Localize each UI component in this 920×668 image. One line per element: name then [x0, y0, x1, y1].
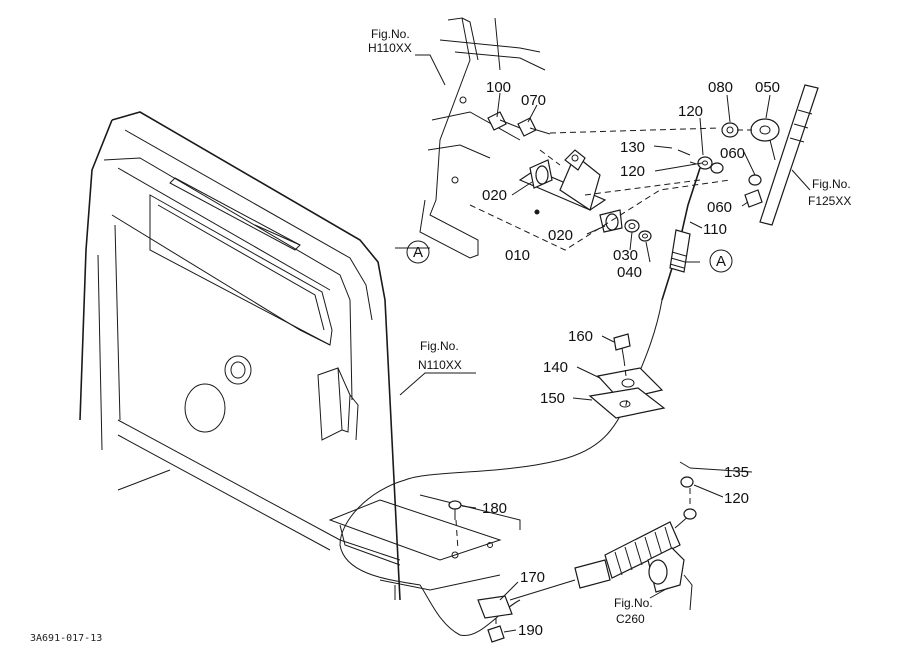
diagram-id: 3A691-017-13 — [30, 633, 102, 644]
bushings-020 — [529, 159, 623, 233]
part-label-030: 030 — [613, 247, 638, 264]
part-label-180: 180 — [482, 500, 507, 517]
svg-text:Fig.No.: Fig.No. — [371, 27, 410, 41]
part-label-060: 060 — [707, 199, 732, 216]
part-callouts: 100 070 080 050 120 130 060 120 020 060 … — [482, 79, 780, 639]
part-label-110: 110 — [703, 221, 727, 238]
part-label-130: 130 — [620, 139, 645, 156]
svg-text:H110XX: H110XX — [368, 41, 412, 55]
part-label-140: 140 — [543, 359, 568, 376]
figref-f125xx: Fig.No. F125XX — [808, 177, 851, 208]
part-label-090: 080 — [708, 79, 733, 96]
figref-h110xx: Fig.No. H110XX — [368, 27, 412, 55]
leader-lines — [395, 54, 811, 633]
bolts-080-100 — [487, 111, 551, 137]
part-label-080: 070 — [521, 92, 546, 109]
figref-n110xx: Fig.No. N110XX — [418, 339, 462, 372]
part-label-010: 010 — [505, 247, 530, 264]
part-label-170: 170 — [520, 569, 545, 586]
door-window — [149, 194, 333, 346]
lower-cable-end — [509, 461, 697, 601]
rod-end-050 — [721, 118, 780, 161]
part-label-135: 135 — [724, 464, 749, 481]
part-label-120-bottom: 120 — [724, 490, 749, 507]
part-label-070: 060 — [720, 145, 745, 162]
part-label-190: 190 — [518, 622, 543, 639]
door-handle-lock — [184, 355, 359, 441]
bolt-160 — [613, 333, 631, 361]
svg-text:Fig.No.: Fig.No. — [420, 339, 459, 353]
connector-a-right: A — [709, 249, 733, 273]
bracket-170-nut-190 — [477, 595, 513, 643]
clamp-plates-140-150 — [588, 367, 666, 419]
svg-text:A: A — [413, 244, 423, 261]
bracket-c260 — [647, 547, 693, 611]
svg-text:C260: C260 — [616, 612, 645, 626]
part-label-120-mid: 120 — [620, 163, 645, 180]
svg-text:A: A — [716, 253, 726, 270]
part-label-020-left: 020 — [482, 187, 507, 204]
part-label-160: 160 — [568, 328, 593, 345]
assembly-lines — [455, 127, 752, 626]
part-label-040: 040 — [617, 264, 642, 281]
part-label-120-top: 120 — [678, 103, 703, 120]
figref-c260: Fig.No. C260 — [614, 596, 653, 626]
upper-bracket-frame — [419, 17, 546, 259]
part-label-150: 150 — [540, 390, 565, 407]
washers-030-040 — [624, 219, 652, 242]
svg-text:F125XX: F125XX — [808, 194, 851, 208]
svg-text:N110XX: N110XX — [418, 358, 462, 372]
svg-text:Fig.No.: Fig.No. — [812, 177, 851, 191]
connector-a-left: A — [406, 240, 430, 264]
bolt-180 — [448, 500, 462, 520]
part-label-020-right: 020 — [548, 227, 573, 244]
cab-door-frame — [79, 111, 501, 601]
svg-text:Fig.No.: Fig.No. — [614, 596, 653, 610]
small-parts-060-070 — [744, 174, 763, 208]
part-label-050: 050 — [755, 79, 780, 96]
washers-120-130 — [677, 149, 724, 174]
part-label-100: 100 — [486, 79, 511, 96]
linkage-rod-f125 — [759, 84, 819, 226]
floor-bracket — [328, 494, 521, 566]
